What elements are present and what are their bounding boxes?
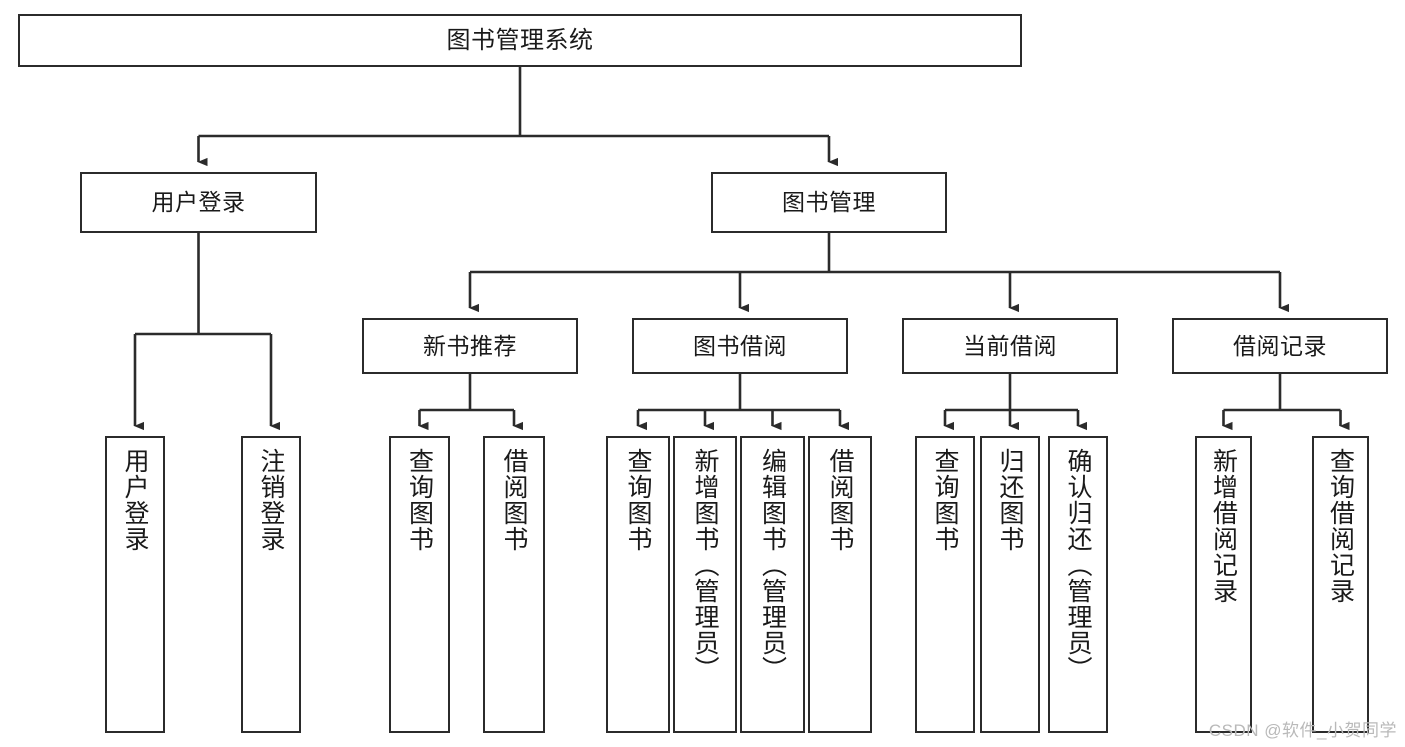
node-user-login[interactable]: 用户登录 bbox=[80, 172, 317, 233]
node-current-borrow[interactable]: 当前借阅 bbox=[902, 318, 1118, 374]
node-leaf-query-book-1[interactable]: 查询图书 bbox=[389, 436, 450, 733]
node-label: 查询借阅记录 bbox=[1326, 448, 1355, 604]
node-label: 用户登录 bbox=[121, 448, 149, 552]
node-label: 图书管理 bbox=[782, 189, 876, 216]
node-leaf-query-book-2[interactable]: 查询图书 bbox=[606, 436, 670, 733]
node-label: 查询图书 bbox=[931, 448, 959, 552]
node-label: 新增图书（管理员） bbox=[691, 448, 719, 682]
node-label: 图书管理系统 bbox=[446, 26, 594, 54]
node-book-borrow[interactable]: 图书借阅 bbox=[632, 318, 848, 374]
node-leaf-confirm-return[interactable]: 确认归还（管理员） bbox=[1048, 436, 1108, 733]
node-new-book-rec[interactable]: 新书推荐 bbox=[362, 318, 578, 374]
node-leaf-add-record[interactable]: 新增借阅记录 bbox=[1195, 436, 1252, 733]
node-label: 图书借阅 bbox=[693, 332, 787, 359]
node-label: 注销登录 bbox=[257, 448, 285, 552]
node-label: 借阅记录 bbox=[1233, 332, 1327, 359]
node-label: 借阅图书 bbox=[500, 448, 528, 552]
csdn-watermark: CSDN @软件_小贺同学 bbox=[1208, 721, 1397, 740]
node-leaf-return-book[interactable]: 归还图书 bbox=[980, 436, 1040, 733]
node-leaf-borrow-book-1[interactable]: 借阅图书 bbox=[483, 436, 545, 733]
node-leaf-user-login[interactable]: 用户登录 bbox=[105, 436, 165, 733]
node-label: 当前借阅 bbox=[963, 332, 1057, 359]
node-label: 借阅图书 bbox=[826, 448, 854, 552]
node-leaf-query-record[interactable]: 查询借阅记录 bbox=[1312, 436, 1369, 733]
node-label: 查询图书 bbox=[405, 448, 434, 552]
node-leaf-borrow-book-2[interactable]: 借阅图书 bbox=[808, 436, 872, 733]
node-leaf-edit-book[interactable]: 编辑图书（管理员） bbox=[740, 436, 805, 733]
node-label: 新书推荐 bbox=[423, 332, 517, 359]
node-leaf-query-book-3[interactable]: 查询图书 bbox=[915, 436, 975, 733]
node-label: 查询图书 bbox=[624, 448, 652, 552]
node-leaf-add-book[interactable]: 新增图书（管理员） bbox=[673, 436, 737, 733]
node-book-manage[interactable]: 图书管理 bbox=[711, 172, 947, 233]
node-label: 新增借阅记录 bbox=[1209, 448, 1238, 604]
node-label: 编辑图书（管理员） bbox=[758, 448, 787, 682]
node-borrow-record[interactable]: 借阅记录 bbox=[1172, 318, 1388, 374]
node-root[interactable]: 图书管理系统 bbox=[18, 14, 1022, 67]
node-leaf-logout[interactable]: 注销登录 bbox=[241, 436, 301, 733]
node-label: 确认归还（管理员） bbox=[1064, 448, 1092, 682]
node-label: 归还图书 bbox=[996, 448, 1024, 552]
node-label: 用户登录 bbox=[151, 189, 246, 216]
